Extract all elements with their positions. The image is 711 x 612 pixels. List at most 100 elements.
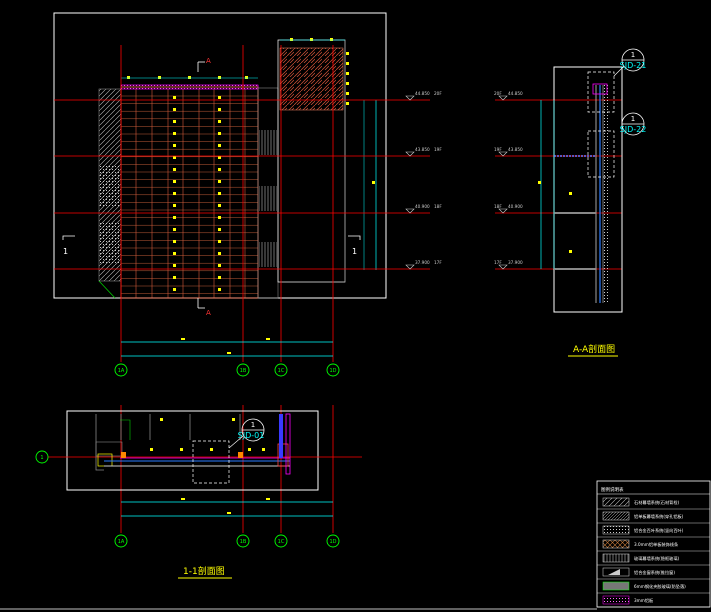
detail-callout-ref: SJD-22 (620, 125, 647, 134)
legend-row: 6mm钢化夹胶玻璃(防坠落) (597, 581, 710, 594)
grid-bubble[interactable]: 1D (326, 534, 340, 548)
panel-tag (173, 216, 176, 219)
panel-tag (173, 120, 176, 123)
level-value: 43.850 (415, 147, 430, 152)
panel-tag (218, 96, 221, 99)
grid-bubble[interactable]: 1C (274, 363, 288, 377)
panel-tag (173, 240, 176, 243)
louver-zone-upper (100, 166, 120, 208)
panel-tag (150, 448, 153, 451)
legend-swatch (602, 553, 630, 563)
section-mark-top: A (197, 57, 211, 72)
level-floor: 18F (434, 204, 442, 209)
panel-tag (218, 120, 221, 123)
legend-row: 3mm铝板 (597, 595, 710, 608)
panel-tag (218, 216, 221, 219)
panel-tag (330, 38, 333, 41)
grid-bubble[interactable]: 1A (114, 363, 128, 377)
level-value: 37.900 (508, 260, 523, 265)
level-value: 44.850 (508, 91, 523, 96)
section-a-a: 1 SJD-21 1 SJD-22 A-A剖面图 (538, 48, 647, 357)
legend-label: 铝单板幕墙系统(穿孔铝板) (634, 513, 684, 520)
level-floor: 17F (494, 260, 502, 265)
grid-bubble-label: 1A (118, 368, 125, 374)
section-wall-hatch (603, 85, 608, 303)
legend-label: 铝合金窗系统(推拉窗) (634, 569, 675, 576)
panel-tag (173, 108, 176, 111)
grid-bubble[interactable]: 1D (326, 363, 340, 377)
legend-swatch (602, 595, 630, 605)
level-value: 43.850 (508, 147, 523, 152)
legend-row: 铝合金百叶系统(竖向百叶) (597, 525, 710, 538)
level-tag: 40.900 18F (405, 204, 442, 214)
panel-tag (218, 156, 221, 159)
cut-mark-left: 1 (62, 235, 75, 256)
cut-mark-label-right: 1 (352, 247, 357, 256)
grid-axis-lines (120, 45, 334, 533)
detail-callout-sjd-21[interactable]: 1 SJD-21 (613, 48, 646, 77)
panel-tag (173, 132, 176, 135)
panel-tag (248, 448, 251, 451)
plan-1-1: 1 SJD-01 1-1剖面图 (48, 410, 362, 579)
grid-bubble[interactable]: 1B (236, 534, 250, 548)
grid-bubble[interactable]: 1 (35, 450, 49, 464)
legend-row: 铝单板幕墙系统(穿孔铝板) (597, 511, 710, 524)
detail-callout-number: 1 (631, 51, 635, 59)
panel-tag (290, 38, 293, 41)
panel-tag (346, 52, 349, 55)
panel-tag (346, 102, 349, 105)
level-value: 37.900 (415, 260, 430, 265)
panel-tag (173, 144, 176, 147)
cut-mark-right: 1 (348, 235, 361, 256)
upper-tower-facade (279, 47, 344, 111)
section-mark-bottom: A (197, 298, 211, 317)
legend-swatch (602, 581, 630, 591)
panel-tag (180, 448, 183, 451)
grid-bubble[interactable]: 1C (274, 534, 288, 548)
legend-label: 6mm钢化夹胶玻璃(防坠落) (634, 583, 686, 590)
cut-mark-label-left: 1 (63, 247, 68, 256)
legend-row: 铝合金窗系统(推拉窗) (597, 567, 710, 580)
panel-tag (218, 240, 221, 243)
panel-tag (173, 204, 176, 207)
detail-callout-sjd-01[interactable]: 1 SJD-01 (228, 418, 265, 449)
level-value: 44.850 (415, 91, 430, 96)
grid-bubble[interactable]: 1A (114, 534, 128, 548)
legend-table: 图例说明表 石材幕墙系统(石材背栓)铝单板幕墙系统(穿孔铝板)铝合金百叶系统(竖… (596, 480, 711, 608)
panel-tag (245, 76, 248, 79)
elevation-height-dimensions (363, 100, 377, 270)
stair-block-1 (259, 130, 277, 155)
grid-bubble[interactable]: 1B (236, 363, 250, 377)
panel-tag (160, 418, 163, 421)
panel-tag (218, 288, 221, 291)
panel-tag (173, 156, 176, 159)
legend-label: 铝合金百叶系统(竖向百叶) (634, 527, 684, 534)
section-title: A-A剖面图 (573, 343, 615, 355)
panel-tag (173, 192, 176, 195)
stair-block-3 (259, 242, 277, 267)
panel-tag (173, 288, 176, 291)
panel-tag (310, 38, 313, 41)
panel-tag (218, 108, 221, 111)
panel-tag (218, 132, 221, 135)
plan-title: 1-1剖面图 (183, 565, 225, 577)
level-value: 40.900 (415, 204, 430, 209)
panel-tag (173, 168, 176, 171)
plan-detail-box (192, 440, 230, 484)
legend-label: 石材幕墙系统(石材背栓) (634, 499, 680, 506)
floor-level-lines (54, 99, 622, 270)
stair-block-2 (259, 186, 277, 211)
panel-tag (232, 418, 235, 421)
section-mark-label-top: A (206, 57, 211, 65)
detail-callout-sjd-22[interactable]: 1 SJD-22 (620, 112, 647, 136)
legend-label: 3.0mm铝单板装饰线条 (634, 541, 679, 548)
panel-tag (173, 228, 176, 231)
panel-tag (218, 204, 221, 207)
panel-tag (158, 76, 161, 79)
